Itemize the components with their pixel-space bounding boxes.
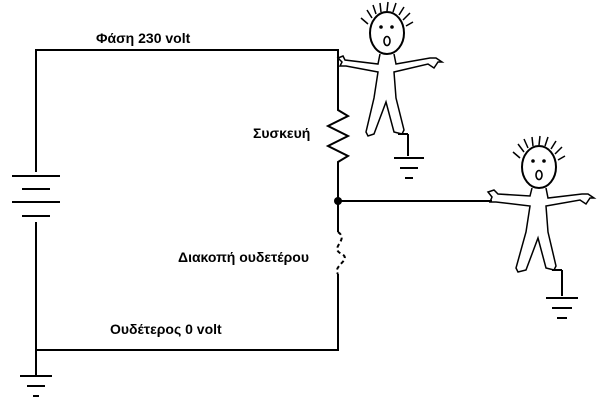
circuit-wires [35,49,492,376]
device-label: Συσκευή [253,125,310,141]
person-icon [336,1,445,179]
neutral-label: Ουδέτερος 0 volt [110,321,222,337]
person-icon [486,135,597,319]
battery-icon [12,175,60,217]
junction-dot [334,197,342,205]
neutral-break-icon [335,231,346,275]
neutral-wire [35,222,339,351]
phase-wire [35,49,339,172]
ground-icon [20,375,52,397]
phase-label: Φάση 230 volt [96,30,191,46]
resistor-icon [325,98,351,170]
neutral-break-label: Διακοπή ουδετέρου [178,249,309,265]
